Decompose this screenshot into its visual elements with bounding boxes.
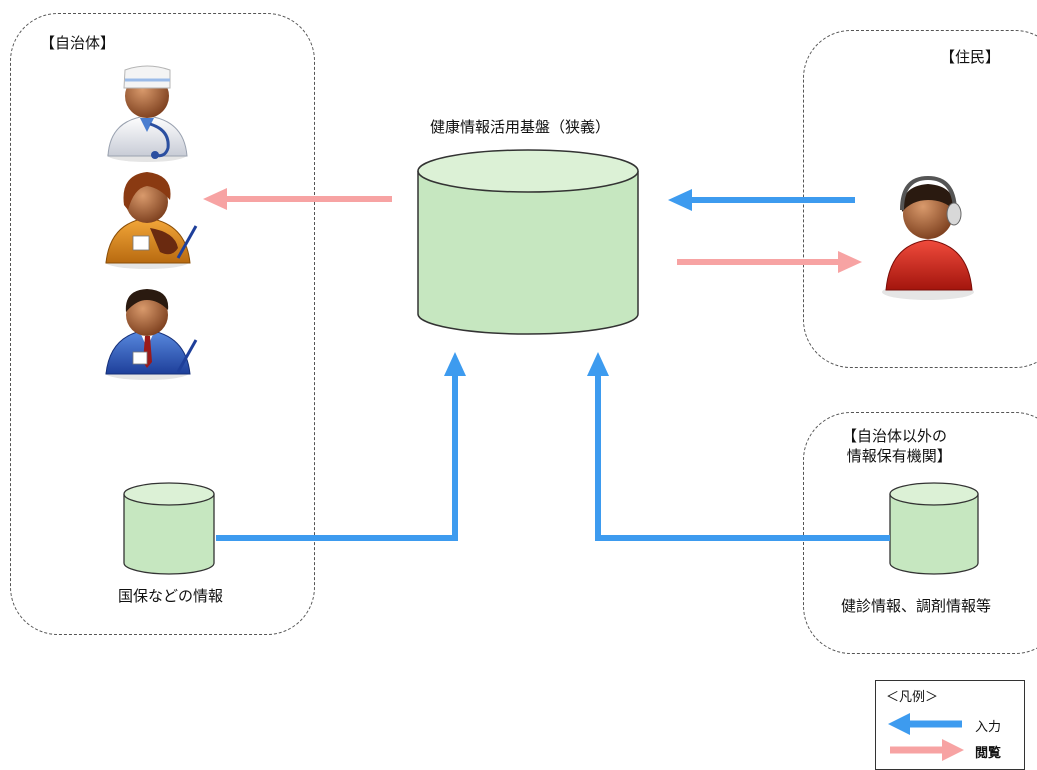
staff-icon	[105, 289, 198, 380]
checkup-database-cylinder	[889, 482, 979, 575]
other-holders-group	[803, 412, 1037, 654]
legend-title: ＜凡例＞	[886, 690, 939, 705]
view-arrow-platform-to-resident	[677, 251, 862, 273]
kokuho-db-label: 国保などの情報	[118, 587, 224, 605]
input-arrow-kokuho-to-platform	[216, 352, 466, 541]
platform-database-cylinder	[417, 149, 639, 335]
legend-view-arrow	[890, 739, 964, 761]
municipality-group	[10, 13, 315, 635]
checkup-db-label: 健診情報、調剤情報等	[841, 597, 992, 615]
legend-view-label: 閲覧	[975, 746, 1002, 761]
legend-input-arrow	[888, 713, 962, 735]
resident-icon	[882, 175, 974, 300]
other-holders-label: 【自治体以外の 情報保有機関】	[842, 427, 952, 466]
input-arrow-checkup-to-platform	[587, 352, 890, 541]
view-arrow-platform-to-municipality	[203, 188, 392, 210]
legend-input-label: 入力	[975, 720, 1002, 735]
platform-label: 健康情報活用基盤（狭義）	[430, 118, 611, 136]
doctor-icon	[107, 65, 188, 162]
nurse-icon	[105, 172, 198, 269]
municipality-label: 【自治体】	[40, 34, 116, 52]
input-arrow-resident-to-platform	[668, 189, 855, 211]
residents-label: 【住民】	[940, 48, 1001, 66]
kokuho-database-cylinder	[123, 482, 215, 575]
